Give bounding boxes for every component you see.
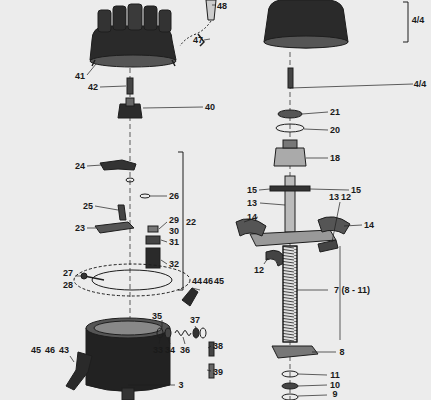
callout-number: 15: [247, 185, 257, 195]
callout-number: 20: [330, 125, 340, 135]
callout-number: 45: [31, 345, 41, 355]
leader-lines: [70, 5, 413, 396]
callout-number: 32: [169, 259, 179, 269]
callout-number: 10: [330, 380, 340, 390]
callout-number: 39: [213, 367, 223, 377]
callout-number: 34: [165, 345, 175, 355]
callout-number: 3: [178, 380, 183, 390]
callout-number: 36: [180, 345, 190, 355]
callout-number: 18: [330, 153, 340, 163]
callout-number: 4/4: [412, 15, 425, 25]
callout-number: 47: [193, 35, 203, 45]
callout-number: 35: [152, 311, 162, 321]
callout-number: 24: [75, 161, 85, 171]
callout-number: 42: [88, 82, 98, 92]
callout-number: 23: [75, 223, 85, 233]
callout-number: 37: [190, 315, 200, 325]
callout-number: 22: [186, 217, 196, 227]
callout-number: 15: [351, 185, 361, 195]
callout-number: 11: [330, 370, 340, 380]
callout-number: 8: [339, 347, 344, 357]
callout-number: 7 (8 - 11): [334, 285, 370, 295]
callout-number: 46: [203, 276, 213, 286]
callout-number: 14: [364, 220, 374, 230]
callout-number: 41: [75, 71, 85, 81]
callout-number: 13: [247, 198, 257, 208]
callout-number: 26: [169, 191, 179, 201]
callout-number: 12: [254, 265, 264, 275]
callout-number: 31: [169, 237, 179, 247]
callout-number: 4/4: [414, 79, 427, 89]
callout-number: 48: [217, 1, 227, 11]
callout-number: 21: [330, 107, 340, 117]
callout-number: 38: [213, 341, 223, 351]
callout-number: 29: [169, 215, 179, 225]
callout-number: 33: [153, 345, 163, 355]
callout-number: 13: [329, 192, 339, 202]
callout-number: 12: [341, 192, 351, 202]
callout-number: 40: [205, 102, 215, 112]
callout-number: 46: [45, 345, 55, 355]
callout-number: 44: [192, 276, 202, 286]
callout-number: 14: [247, 212, 257, 222]
callout-number: 25: [83, 201, 93, 211]
callout-number: 30: [169, 226, 179, 236]
callout-number: 27: [63, 268, 73, 278]
distributor-housing: [86, 318, 170, 400]
distributor-cap: [90, 4, 176, 67]
callout-number: 9: [332, 389, 337, 399]
distributor-cap: [264, 0, 348, 48]
callout-number: 28: [63, 280, 73, 290]
callout-number: 45: [214, 276, 224, 286]
callout-number: 43: [59, 345, 69, 355]
